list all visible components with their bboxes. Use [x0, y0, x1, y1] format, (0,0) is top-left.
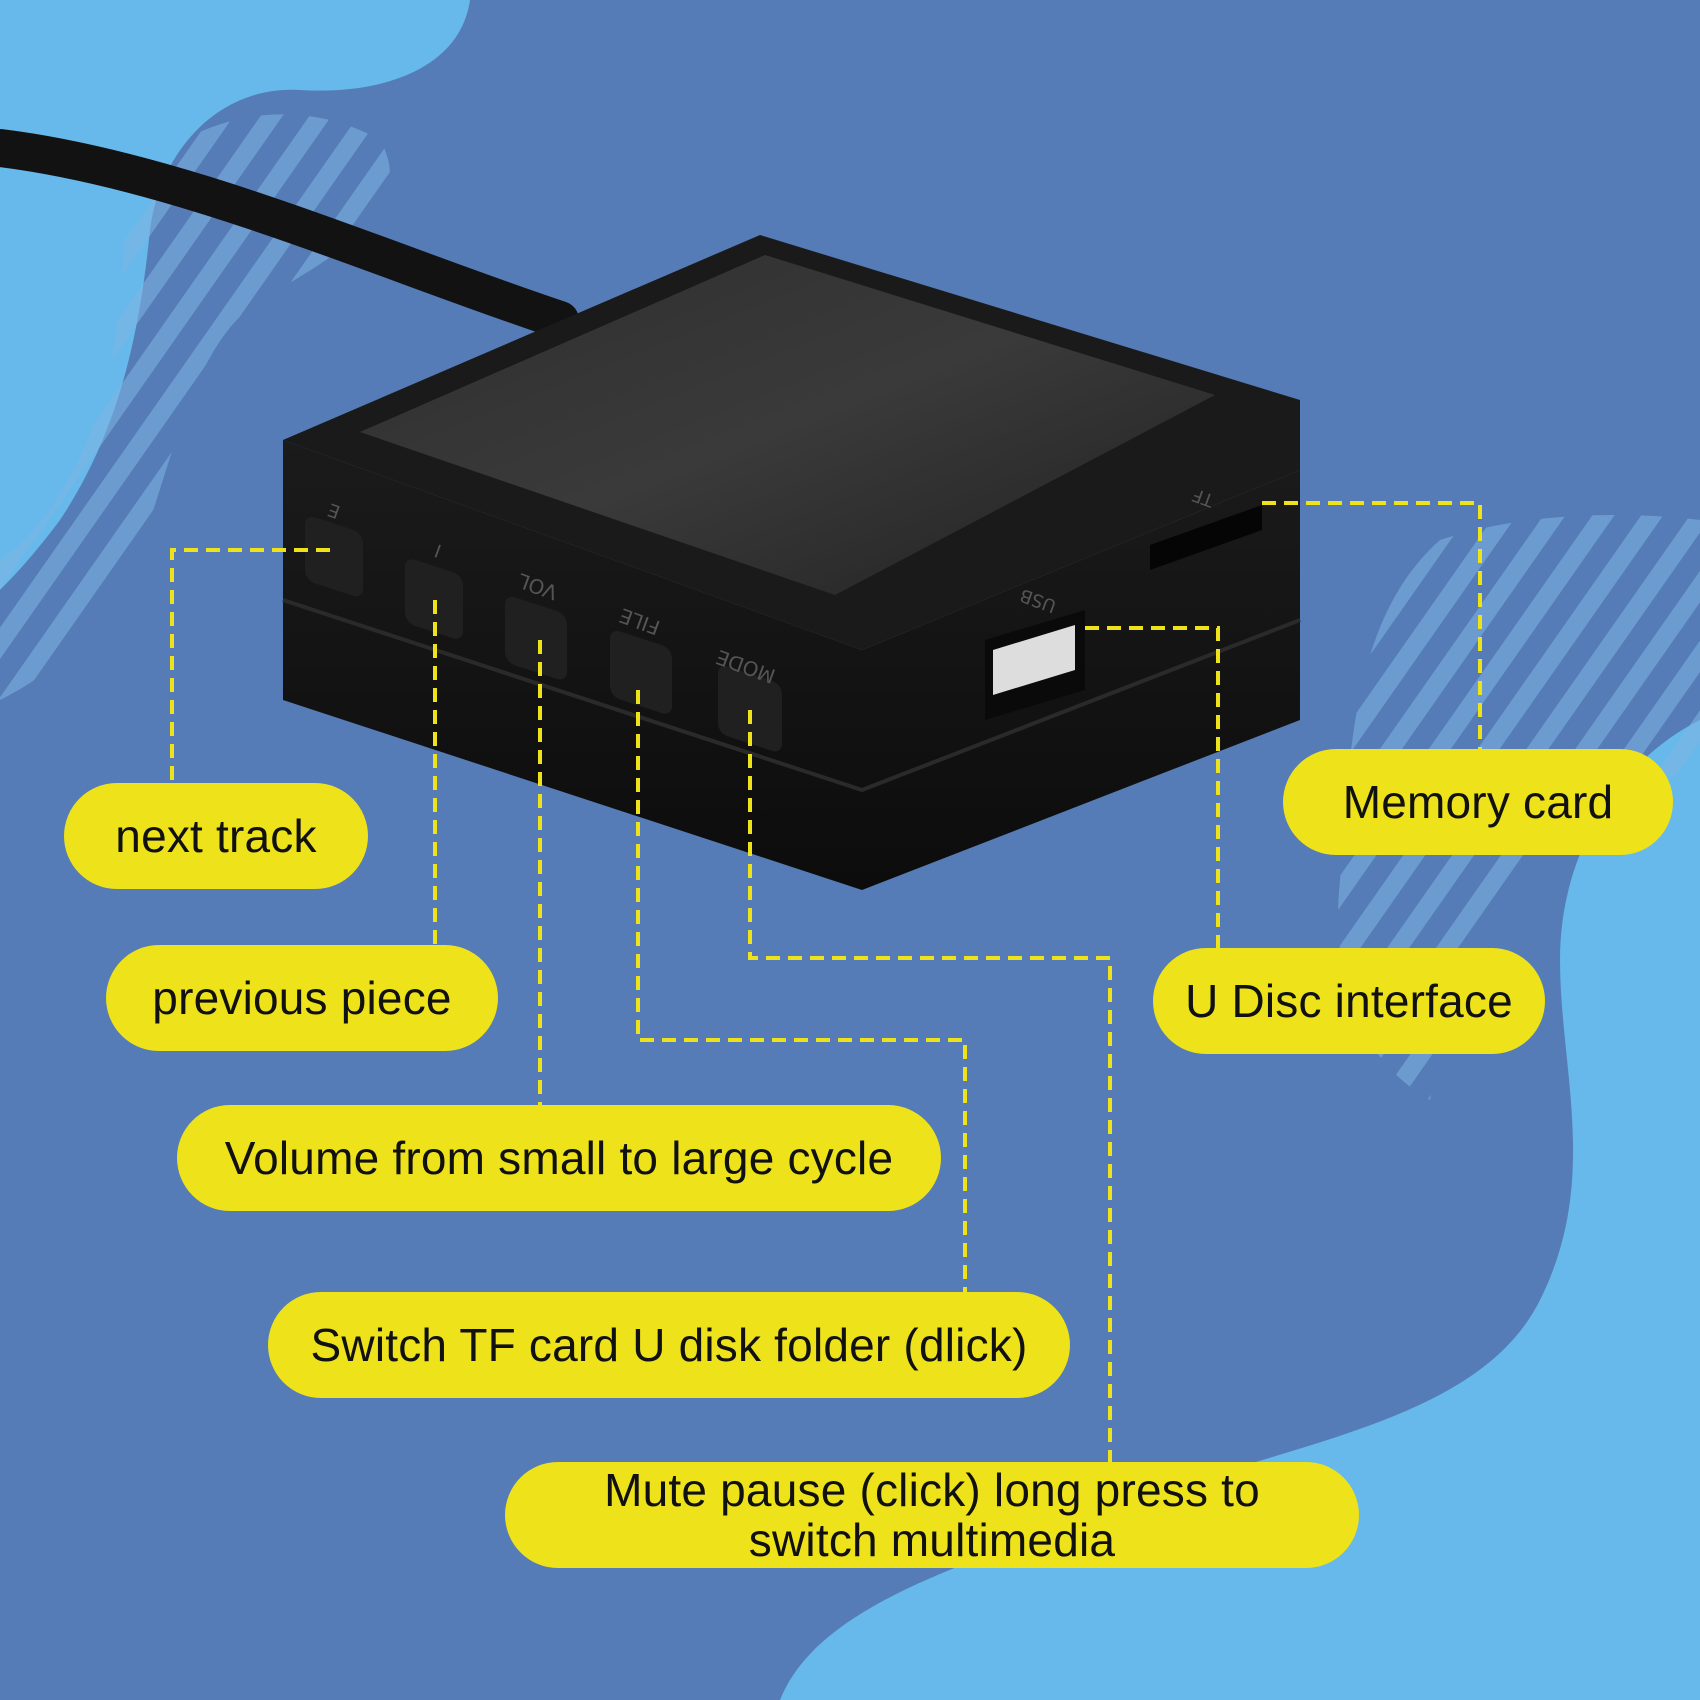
callout-u-disc-interface-text: U Disc interface [1185, 975, 1513, 1027]
device: E I VOL FILE MODE USB TF [282, 235, 1301, 890]
cable [0, 129, 579, 339]
callout-switch-folder: Switch TF card U disk folder (dlick) [268, 1292, 1070, 1398]
button-e: E [305, 498, 363, 597]
callout-volume-cycle: Volume from small to large cycle [177, 1105, 941, 1211]
usb-port: USB [985, 584, 1085, 720]
leader-mute-pause [748, 710, 1112, 1465]
callout-mute-pause-line1: Mute pause (click) long press to [604, 1464, 1260, 1516]
callout-next-track: next track [64, 783, 368, 889]
callout-switch-folder-text: Switch TF card U disk folder (dlick) [310, 1319, 1028, 1371]
callout-memory-card: Memory card [1283, 749, 1673, 855]
callout-volume-cycle-text: Volume from small to large cycle [224, 1132, 894, 1184]
device-top-inset [360, 255, 1215, 595]
callout-u-disc-interface: U Disc interface [1153, 948, 1545, 1054]
leader-lines [170, 501, 1482, 1465]
leader-switch-folder [636, 690, 967, 1295]
callout-memory-card-text: Memory card [1342, 776, 1614, 828]
device-front-face [283, 440, 1300, 890]
callout-previous-piece-text: previous piece [152, 972, 452, 1024]
leader-u-disc [1085, 626, 1220, 950]
callout-mute-pause-line2: switch multimedia [748, 1514, 1116, 1566]
callout-previous-piece: previous piece [106, 945, 498, 1051]
button-file: FILE [610, 603, 672, 714]
leader-next-track [170, 548, 330, 785]
callout-next-track-text: next track [115, 810, 317, 862]
callout-mute-pause: Mute pause (click) long press to switch … [505, 1462, 1359, 1568]
leader-memory-card [1262, 501, 1482, 752]
